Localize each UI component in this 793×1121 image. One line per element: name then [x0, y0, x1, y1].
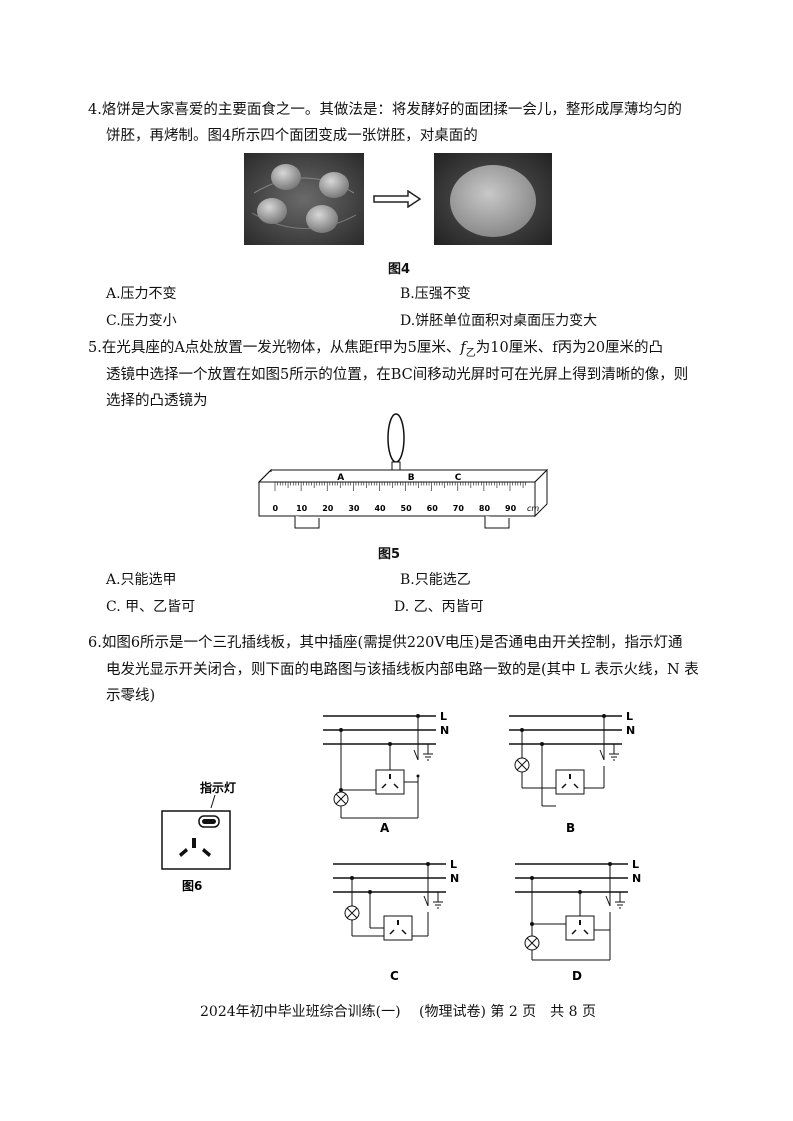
- bench-point-c: C: [455, 473, 462, 483]
- q5-line-1: 5.在光具座的A点处放置一发光物体，从焦距f甲为5厘米、f乙为10厘米、f丙为2…: [88, 338, 663, 364]
- dough-balls-photo: [244, 153, 364, 245]
- q4-line-1: 4.烙饼是大家喜爱的主要面食之一。其做法是：将发酵好的面团揉一会儿，整形成厚薄均…: [88, 102, 682, 118]
- svg-text:L: L: [632, 858, 639, 871]
- q5-option-c[interactable]: C. 甲、乙皆可: [106, 599, 196, 615]
- socket-hole-earth: [192, 838, 196, 848]
- circuit-c-label: C: [390, 969, 399, 983]
- socket-hole-right: [202, 848, 211, 857]
- q5-line-3: 选择的凸透镜为: [106, 393, 208, 409]
- flat-dough-photo: [434, 153, 552, 245]
- circuit-d[interactable]: L N D: [510, 856, 650, 984]
- q6-line-1: 6.如图6所示是一个三孔插线板，其中插座(需提供220V电压)是否通电由开关控制…: [88, 635, 683, 651]
- convex-lens-icon: [387, 413, 405, 463]
- circuit-a-label: A: [380, 821, 390, 835]
- bench-point-b: B: [408, 473, 415, 483]
- optical-bench-figure: 0 10 20 30 40 50 60 70 80 90 A B C cm: [255, 412, 555, 537]
- figure-4-caption: 图4: [388, 262, 411, 277]
- indicator-label: 指示灯: [200, 780, 236, 795]
- circuit-d-label: D: [572, 969, 582, 983]
- bench-tick-label: 0: [273, 504, 279, 513]
- q5-line-1-pre: 5.在光具座的A点处放置一发光物体，从焦距f甲为5厘米、: [88, 340, 461, 356]
- q5-line-1-post: 为10厘米、f丙为20厘米的凸: [475, 340, 664, 356]
- q5-option-a[interactable]: A.只能选甲: [106, 572, 177, 588]
- bench-point-a: A: [337, 473, 344, 483]
- focal-length-subscript: 乙: [465, 347, 476, 359]
- q4-option-d[interactable]: D.饼胚单位面积对桌面压力变大: [400, 313, 598, 329]
- svg-text:N: N: [450, 872, 459, 885]
- q5-line-2: 透镜中选择一个放置在如图5所示的位置，在BC间移动光屏时可在光屏上得到清晰的像，…: [106, 367, 689, 383]
- right-arrow-icon: [372, 189, 422, 209]
- q4-line-2: 饼胚，再烤制。图4所示四个面团变成一张饼胚，对桌面的: [106, 128, 478, 144]
- bench-tick-label: 90: [505, 504, 517, 513]
- circuit-b-label: B: [566, 821, 575, 835]
- bench-unit: cm: [527, 504, 539, 513]
- power-strip-figure: 指示灯 图6: [155, 778, 245, 898]
- focal-length-f: f: [460, 340, 466, 356]
- svg-text:L: L: [450, 858, 457, 871]
- bench-tick-label: 30: [348, 504, 360, 513]
- circuit-b[interactable]: L N B: [504, 708, 644, 836]
- q4-option-b[interactable]: B.压强不变: [400, 286, 471, 302]
- bench-tick-label: 50: [401, 504, 413, 513]
- page-footer: 2024年初中毕业班综合训练(一) (物理试卷) 第 2 页 共 8 页: [200, 1004, 596, 1020]
- bench-tick-label: 40: [374, 504, 386, 513]
- q4-option-a[interactable]: A.压力不变: [106, 286, 177, 302]
- q5-option-d[interactable]: D. 乙、丙皆可: [394, 599, 484, 615]
- figure-6-caption: 图6: [182, 879, 202, 893]
- bench-tick-label: 70: [453, 504, 465, 513]
- svg-text:L: L: [440, 710, 447, 723]
- svg-text:L: L: [626, 710, 633, 723]
- q6-line-3: 示零线): [106, 688, 156, 704]
- socket-hole-left: [179, 848, 188, 857]
- q6-line-2: 电发光显示开关闭合，则下面的电路图与该插线板内部电路一致的是(其中 L 表示火线…: [106, 662, 699, 678]
- bench-tick-label: 10: [296, 504, 308, 513]
- figure-5-caption: 图5: [378, 547, 401, 562]
- q4-option-c[interactable]: C.压力变小: [106, 313, 177, 329]
- bench-tick-label: 20: [322, 504, 334, 513]
- bench-tick-label: 60: [427, 504, 439, 513]
- svg-text:N: N: [632, 872, 641, 885]
- svg-text:N: N: [626, 724, 635, 737]
- circuit-c[interactable]: L N C: [328, 856, 468, 984]
- q5-option-b[interactable]: B.只能选乙: [400, 572, 471, 588]
- circuit-a[interactable]: L N A: [318, 708, 458, 836]
- bench-tick-label: 80: [479, 504, 491, 513]
- svg-text:N: N: [440, 724, 449, 737]
